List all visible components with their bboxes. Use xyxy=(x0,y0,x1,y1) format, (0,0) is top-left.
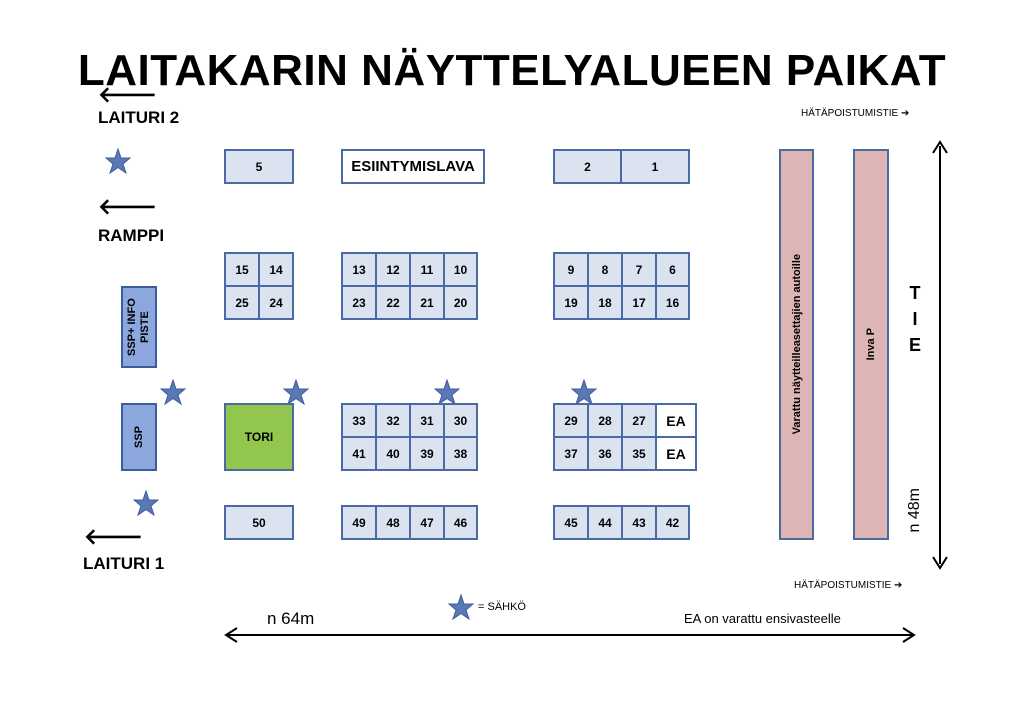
stall-46: 46 xyxy=(443,505,478,540)
emergency-exit-bottom: HÄTÄPOISTUMISTIE ➔ xyxy=(794,580,903,591)
dimension-width-label: n 64m xyxy=(267,609,315,628)
emergency-exit-top: HÄTÄPOISTUMISTIE ➔ xyxy=(801,108,910,119)
arrow-right-icon xyxy=(902,627,916,643)
dimension-height-label: n 48m xyxy=(906,488,923,533)
stall-29: 29 xyxy=(553,403,589,438)
stall-21: 21 xyxy=(409,285,445,320)
tori-square: TORI xyxy=(224,403,294,471)
stall-36: 36 xyxy=(587,436,623,471)
stall-15: 15 xyxy=(224,252,260,287)
stall-37: 37 xyxy=(553,436,589,471)
electricity-star-icon xyxy=(434,379,460,405)
stall-6: 6 xyxy=(655,252,690,287)
stage-esiintymislava: ESIINTYMISLAVA xyxy=(341,149,485,184)
stall-23: 23 xyxy=(341,285,377,320)
arrow-right-icon: ➔ xyxy=(894,580,903,591)
arrow-up-icon xyxy=(932,140,948,154)
ssp-info-point: SSP+ INFO PISTE xyxy=(121,286,157,368)
arrow-left-icon: 🡐 xyxy=(84,524,143,549)
reserved-exhibitor-parking: Varattu näytteilleasettajien autoille xyxy=(779,149,814,540)
stall-20: 20 xyxy=(443,285,478,320)
electricity-star-icon xyxy=(133,490,159,516)
stall-7: 7 xyxy=(621,252,657,287)
stall-50: 50 xyxy=(224,505,294,540)
arrow-left-icon: 🡐 xyxy=(98,82,157,107)
legend-electricity: = SÄHKÖ xyxy=(478,601,526,613)
stall-49: 49 xyxy=(341,505,377,540)
ea-spot-bottom: EA xyxy=(655,436,697,471)
stall-10: 10 xyxy=(443,252,478,287)
stall-44: 44 xyxy=(587,505,623,540)
electricity-star-icon xyxy=(105,148,131,174)
dimension-line-horizontal xyxy=(228,634,912,636)
ea-spot-top: EA xyxy=(655,403,697,438)
stall-45: 45 xyxy=(553,505,589,540)
stall-41: 41 xyxy=(341,436,377,471)
stall-22: 22 xyxy=(375,285,411,320)
stall-11: 11 xyxy=(409,252,445,287)
arrow-left-icon: 🡐 xyxy=(98,194,157,219)
inva-parking: Inva P xyxy=(853,149,889,540)
stall-28: 28 xyxy=(587,403,623,438)
stall-25: 25 xyxy=(224,285,260,320)
ea-note: EA on varattu ensivasteelle xyxy=(684,611,841,626)
stall-19: 19 xyxy=(553,285,589,320)
exit-ramppi: RAMPPI xyxy=(98,226,165,245)
stall-13: 13 xyxy=(341,252,377,287)
stall-39: 39 xyxy=(409,436,445,471)
arrow-right-icon: ➔ xyxy=(901,108,910,119)
stall-47: 47 xyxy=(409,505,445,540)
stall-18: 18 xyxy=(587,285,623,320)
stall-43: 43 xyxy=(621,505,657,540)
stall-33: 33 xyxy=(341,403,377,438)
stall-16: 16 xyxy=(655,285,690,320)
stall-30: 30 xyxy=(443,403,478,438)
page-title: LAITAKARIN NÄYTTELYALUEEN PAIKAT xyxy=(77,46,947,95)
dimension-line-vertical xyxy=(939,146,941,564)
stall-1: 1 xyxy=(620,149,690,184)
stall-24: 24 xyxy=(258,285,294,320)
stall-9: 9 xyxy=(553,252,589,287)
road-label: T I E xyxy=(908,283,921,355)
stall-42: 42 xyxy=(655,505,690,540)
arrow-left-icon xyxy=(224,627,238,643)
electricity-star-icon xyxy=(160,379,186,405)
exit-laituri-1: LAITURI 1 xyxy=(83,554,165,573)
electricity-star-icon xyxy=(283,379,309,405)
stall-32: 32 xyxy=(375,403,411,438)
exit-laituri-2: LAITURI 2 xyxy=(98,108,180,127)
stall-2: 2 xyxy=(553,149,622,184)
ssp-point: SSP xyxy=(121,403,157,471)
stall-48: 48 xyxy=(375,505,411,540)
legend-star-icon xyxy=(448,594,474,620)
arrow-down-icon xyxy=(932,556,948,570)
stall-17: 17 xyxy=(621,285,657,320)
stall-27: 27 xyxy=(621,403,657,438)
electricity-star-icon xyxy=(571,379,597,405)
stall-8: 8 xyxy=(587,252,623,287)
stall-12: 12 xyxy=(375,252,411,287)
stall-5: 5 xyxy=(224,149,294,184)
stall-31: 31 xyxy=(409,403,445,438)
stall-40: 40 xyxy=(375,436,411,471)
stall-35: 35 xyxy=(621,436,657,471)
stall-14: 14 xyxy=(258,252,294,287)
stall-38: 38 xyxy=(443,436,478,471)
